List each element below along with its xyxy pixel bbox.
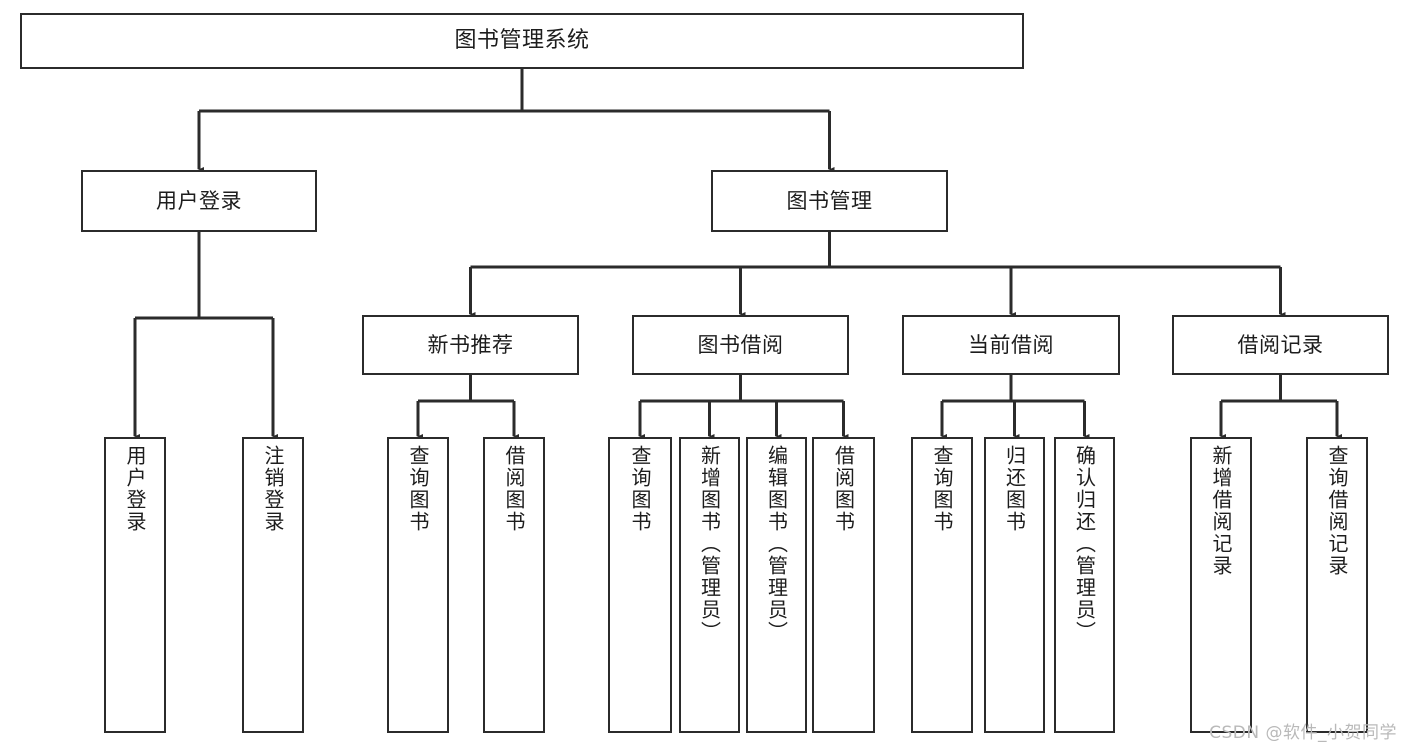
node-borrow-record[interactable]: 借阅记录 <box>1172 315 1389 375</box>
node-leaf-borrow-book-2[interactable]: 借阅图书 <box>812 437 875 733</box>
node-leaf-add-record[interactable]: 新增借阅记录 <box>1190 437 1252 733</box>
node-user-login-label: 用户登录 <box>156 188 242 213</box>
node-leaf-query-book-1[interactable]: 查询图书 <box>387 437 449 733</box>
node-leaf-borrow-book-1[interactable]: 借阅图书 <box>483 437 545 733</box>
node-current-borrow-label: 当前借阅 <box>968 332 1054 357</box>
leaf-node-label: 查询借阅记录 <box>1325 445 1349 577</box>
node-current-borrow[interactable]: 当前借阅 <box>902 315 1120 375</box>
node-book-manage-label: 图书管理 <box>786 188 873 213</box>
node-leaf-edit-book[interactable]: 编辑图书（管理员） <box>746 437 807 733</box>
watermark-text: CSDN @软件_小贺同学 <box>1209 723 1397 743</box>
node-book-borrow[interactable]: 图书借阅 <box>632 315 849 375</box>
leaf-node-label: 注销登录 <box>261 445 285 533</box>
node-leaf-return-book[interactable]: 归还图书 <box>984 437 1045 733</box>
leaf-node-label: 确认归还（管理员） <box>1072 445 1097 643</box>
leaf-node-label: 编辑图书（管理员） <box>764 445 789 643</box>
node-leaf-query-book-2[interactable]: 查询图书 <box>608 437 672 733</box>
leaf-node-label: 借阅图书 <box>831 445 856 533</box>
node-book-manage[interactable]: 图书管理 <box>711 170 948 232</box>
node-leaf-add-book[interactable]: 新增图书（管理员） <box>679 437 740 733</box>
leaf-node-label: 查询图书 <box>406 445 430 533</box>
node-new-book-rec-label: 新书推荐 <box>427 332 514 357</box>
leaf-node-label: 新增图书（管理员） <box>697 445 722 643</box>
node-root-label: 图书管理系统 <box>454 28 590 54</box>
node-user-login[interactable]: 用户登录 <box>81 170 317 232</box>
leaf-node-label: 借阅图书 <box>502 445 526 533</box>
node-leaf-user-login[interactable]: 用户登录 <box>104 437 166 733</box>
node-borrow-record-label: 借阅记录 <box>1237 332 1324 357</box>
node-new-book-rec[interactable]: 新书推荐 <box>362 315 579 375</box>
node-leaf-query-book-3[interactable]: 查询图书 <box>911 437 973 733</box>
node-leaf-query-record[interactable]: 查询借阅记录 <box>1306 437 1368 733</box>
leaf-node-label: 用户登录 <box>123 445 147 533</box>
node-leaf-logout-login[interactable]: 注销登录 <box>242 437 304 733</box>
leaf-node-label: 查询图书 <box>930 445 954 533</box>
leaf-node-label: 查询图书 <box>628 445 652 533</box>
node-book-borrow-label: 图书借阅 <box>697 332 784 357</box>
leaf-node-label: 归还图书 <box>1002 445 1027 533</box>
node-root[interactable]: 图书管理系统 <box>20 13 1024 69</box>
node-leaf-confirm-return[interactable]: 确认归还（管理员） <box>1054 437 1115 733</box>
leaf-node-label: 新增借阅记录 <box>1209 445 1233 577</box>
